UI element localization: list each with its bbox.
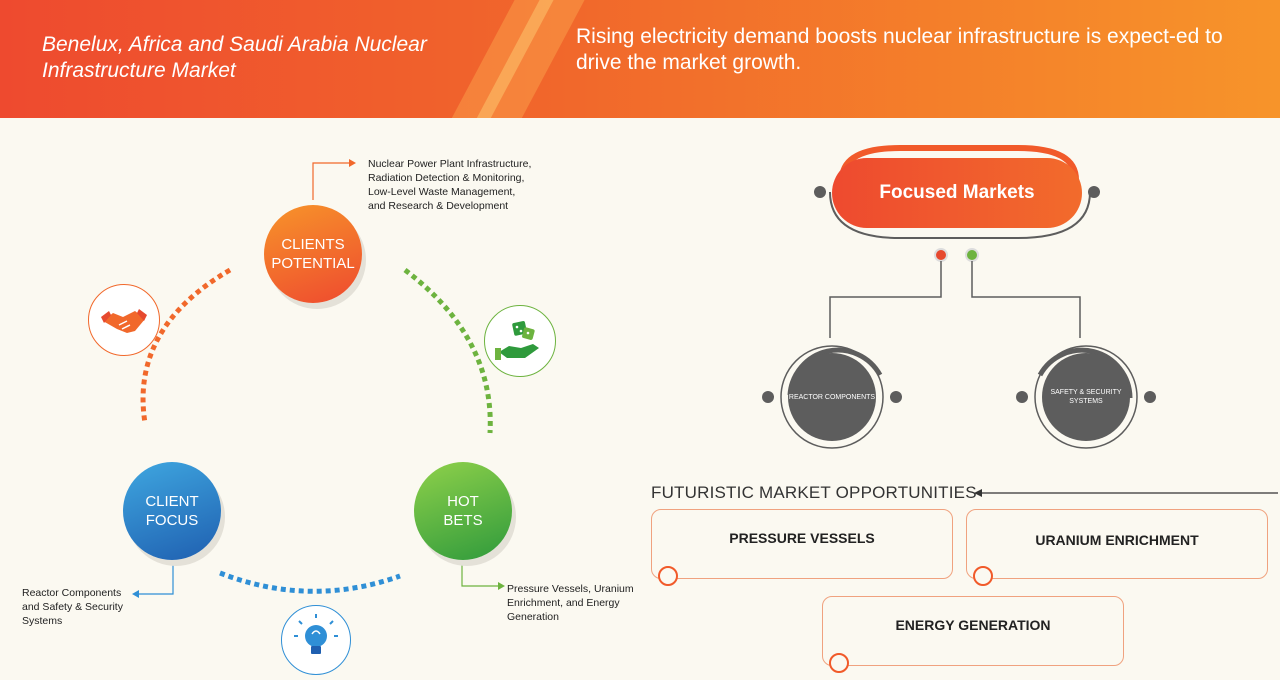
clients-potential-note: Nuclear Power Plant Infrastructure, Radi…: [368, 158, 532, 212]
futuristic-title: FUTURISTIC MARKET OPPORTUNITIES: [651, 483, 977, 502]
client-focus-note: Reactor Components and Safety & Security…: [22, 587, 123, 627]
pointer-clients-potential: [312, 162, 352, 200]
red-node: [934, 248, 948, 262]
hot-bets-circle: HOT BETS: [414, 462, 512, 560]
header-banner: Benelux, Africa and Saudi Arabia Nuclear…: [0, 0, 1280, 118]
page-subtitle: Rising electricity demand boosts nuclear…: [576, 25, 1223, 74]
futuristic-pointer: [974, 489, 1278, 497]
focused-markets-pill: Focused Markets: [832, 158, 1082, 228]
client-focus-circle: CLIENT FOCUS: [123, 462, 221, 560]
cycle-connectors: [132, 159, 505, 598]
opportunity-dot: [829, 653, 849, 673]
opportunity-uranium-enrichment: URANIUM ENRICHMENT: [966, 509, 1268, 586]
handshake-icon: [88, 284, 160, 356]
dice-hand-icon: [484, 305, 556, 377]
opportunity-dot: [658, 566, 678, 586]
clients-potential-line2: POTENTIAL: [271, 255, 355, 272]
opportunity-dot: [973, 566, 993, 586]
clients-potential-line1: CLIENTS: [281, 236, 345, 253]
pointer-client-focus: [137, 563, 174, 595]
opportunity-energy-generation: ENERGY GENERATION: [822, 596, 1124, 673]
safety-security-circle: SAFETY & SECURITY SYSTEMS: [1042, 353, 1130, 441]
pill-arc-bottom: [829, 191, 1091, 239]
client-focus-line1: CLIENT: [145, 493, 199, 510]
arc-orange: [140, 267, 232, 424]
pointer-hot-bets: [461, 563, 500, 587]
client-focus-line2: FOCUS: [145, 512, 199, 529]
lightbulb-icon: [281, 605, 351, 675]
reactor-components-circle: REACTOR COMPONENTS: [788, 353, 876, 441]
green-node: [965, 248, 979, 262]
hot-bets-line1: HOT: [447, 493, 479, 510]
arc-green: [403, 268, 493, 434]
opportunity-pressure-vessels: PRESSURE VESSELS: [651, 509, 953, 586]
hot-bets-line2: BETS: [443, 512, 483, 529]
arc-blue: [219, 570, 401, 594]
page-title: Benelux, Africa and Saudi Arabia Nuclear…: [42, 33, 427, 82]
hot-bets-note: Pressure Vessels, Uranium Enrichment, an…: [507, 583, 634, 623]
clients-potential-circle: CLIENTS POTENTIAL: [264, 205, 362, 303]
